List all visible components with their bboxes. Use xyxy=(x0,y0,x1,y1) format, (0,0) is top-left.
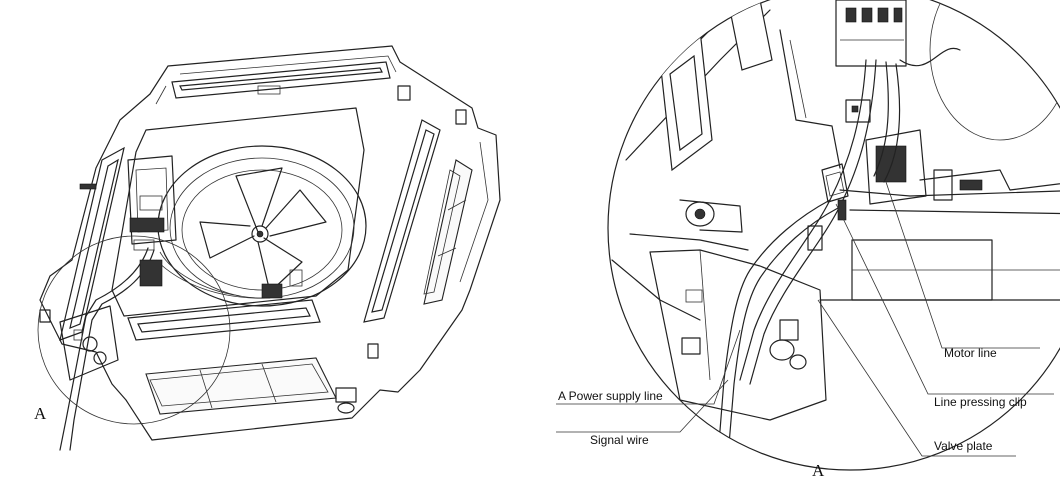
detail-view-a: Motor line A Power supply line Line pres… xyxy=(556,0,1060,480)
label-motor-line: Motor line xyxy=(944,346,997,360)
bottom-filter-grille xyxy=(145,357,337,415)
view-letter-right: A xyxy=(812,461,825,480)
valve-plate-left xyxy=(59,305,119,381)
valve-plate xyxy=(649,249,827,421)
terminal-block xyxy=(835,0,907,67)
detail-circle-outline xyxy=(607,0,1060,471)
wire-bundle xyxy=(59,247,303,451)
view-letter-left: A xyxy=(34,404,47,423)
electric-control-box xyxy=(127,155,177,251)
hanging-bracket xyxy=(679,199,743,233)
right-filter-grille xyxy=(423,159,473,305)
connector-block xyxy=(845,99,927,205)
callout-leaders xyxy=(556,181,1054,457)
label-valve-plate: Valve plate xyxy=(934,439,993,453)
label-signal-wire: Signal wire xyxy=(590,433,649,447)
chassis-outline xyxy=(39,45,501,441)
label-power-supply-line: A Power supply line xyxy=(558,389,663,403)
detail-circle xyxy=(37,235,231,425)
fan-blades xyxy=(199,167,327,293)
wire-harness xyxy=(715,59,901,470)
line-pressing-clip-part xyxy=(821,163,849,203)
label-line-pressing-clip: Line pressing clip xyxy=(934,395,1027,409)
cassette-unit-drawing: A xyxy=(34,45,501,451)
